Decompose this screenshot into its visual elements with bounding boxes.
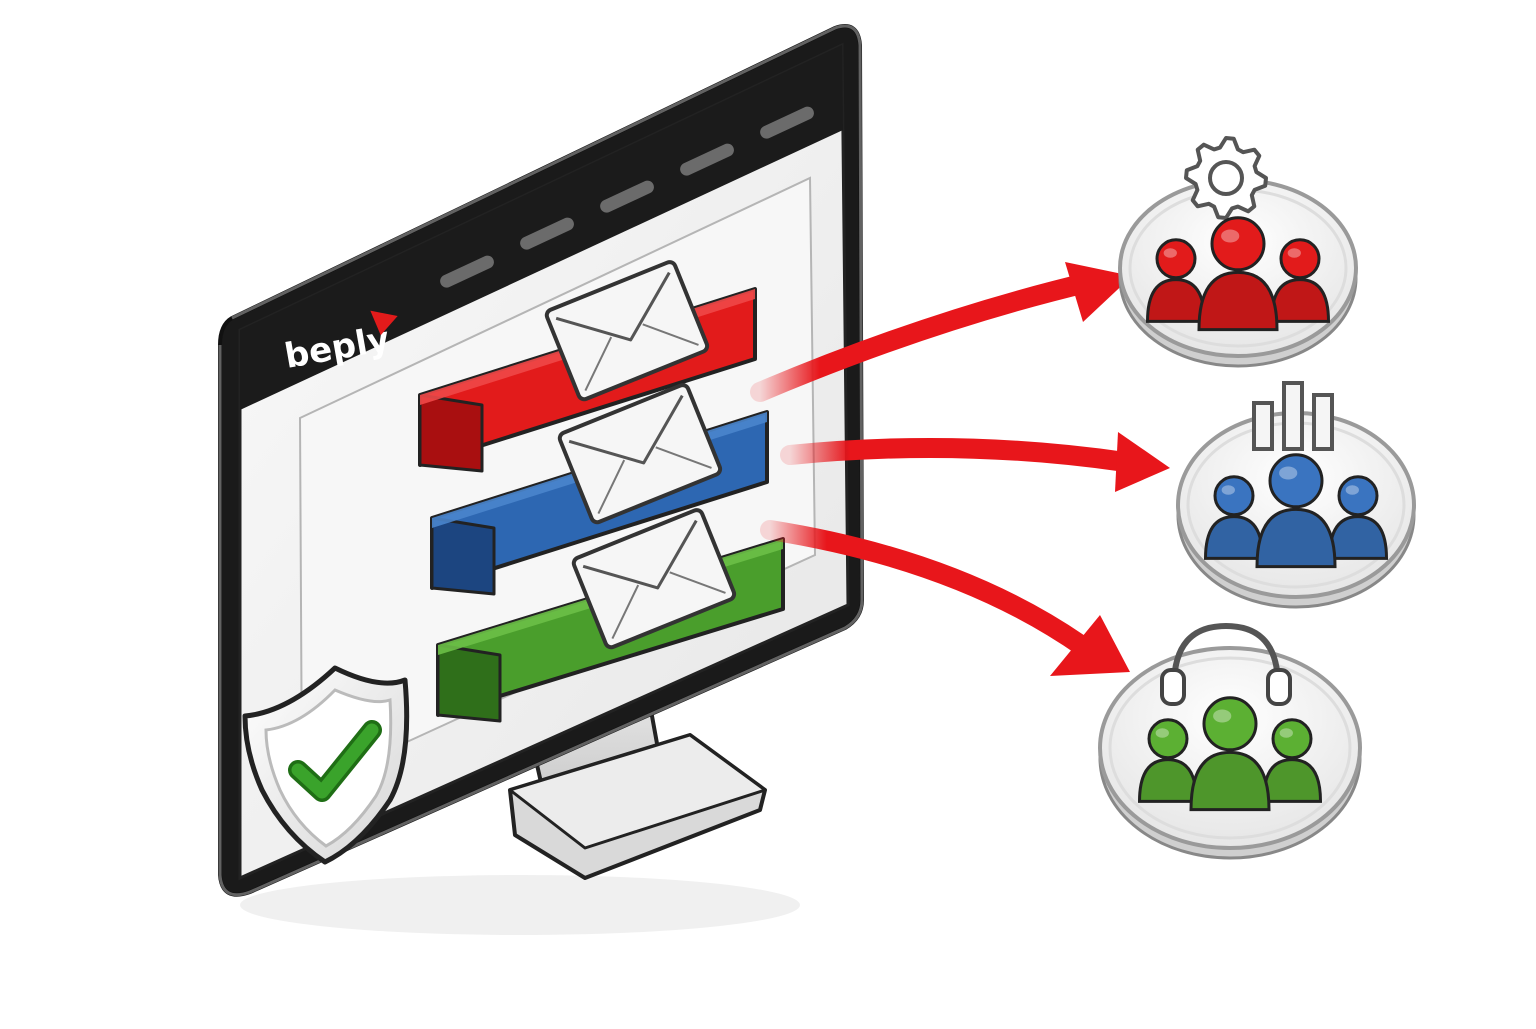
arrow-to-blue-group: [780, 432, 1170, 492]
nav-tab[interactable]: [758, 104, 816, 140]
envelope-icon: [557, 383, 723, 525]
recipient-group: [1098, 622, 1362, 860]
nav-tab[interactable]: [438, 253, 496, 289]
headset-icon: [1160, 622, 1292, 706]
envelope-icon: [571, 508, 737, 650]
arrow-to-green-group: [760, 520, 1130, 676]
envelope-icon: [544, 260, 710, 402]
person-icon: [1189, 696, 1271, 812]
people-group-icon: [1145, 216, 1331, 332]
person-icon: [1203, 475, 1265, 560]
logo-mark-icon: [370, 310, 398, 336]
recipient-group: [1118, 136, 1358, 368]
person-icon: [1137, 718, 1199, 803]
person-icon: [1269, 238, 1331, 323]
person-icon: [1145, 238, 1207, 323]
people-group-icon: [1137, 696, 1323, 812]
recipient-group: [1176, 381, 1416, 609]
bar-chart-icon: [1252, 381, 1334, 451]
nav-tab[interactable]: [518, 215, 576, 251]
message-bar: [436, 508, 785, 723]
person-icon: [1327, 475, 1389, 560]
person-icon: [1197, 216, 1279, 332]
nav-tab[interactable]: [678, 141, 736, 177]
message-queue: [418, 260, 785, 723]
recipient-groups: [1098, 136, 1416, 860]
security-shield: [242, 665, 410, 865]
people-group-icon: [1203, 453, 1389, 569]
message-bar: [418, 260, 757, 473]
message-bar: [430, 383, 769, 596]
gear-icon: [1184, 136, 1268, 220]
arrow-to-red-group: [750, 262, 1132, 402]
routing-arrows: [750, 262, 1170, 676]
person-icon: [1255, 453, 1337, 569]
nav-tab[interactable]: [598, 178, 656, 214]
monitor-shadow: [240, 875, 800, 935]
nav-tabs: [438, 104, 816, 289]
